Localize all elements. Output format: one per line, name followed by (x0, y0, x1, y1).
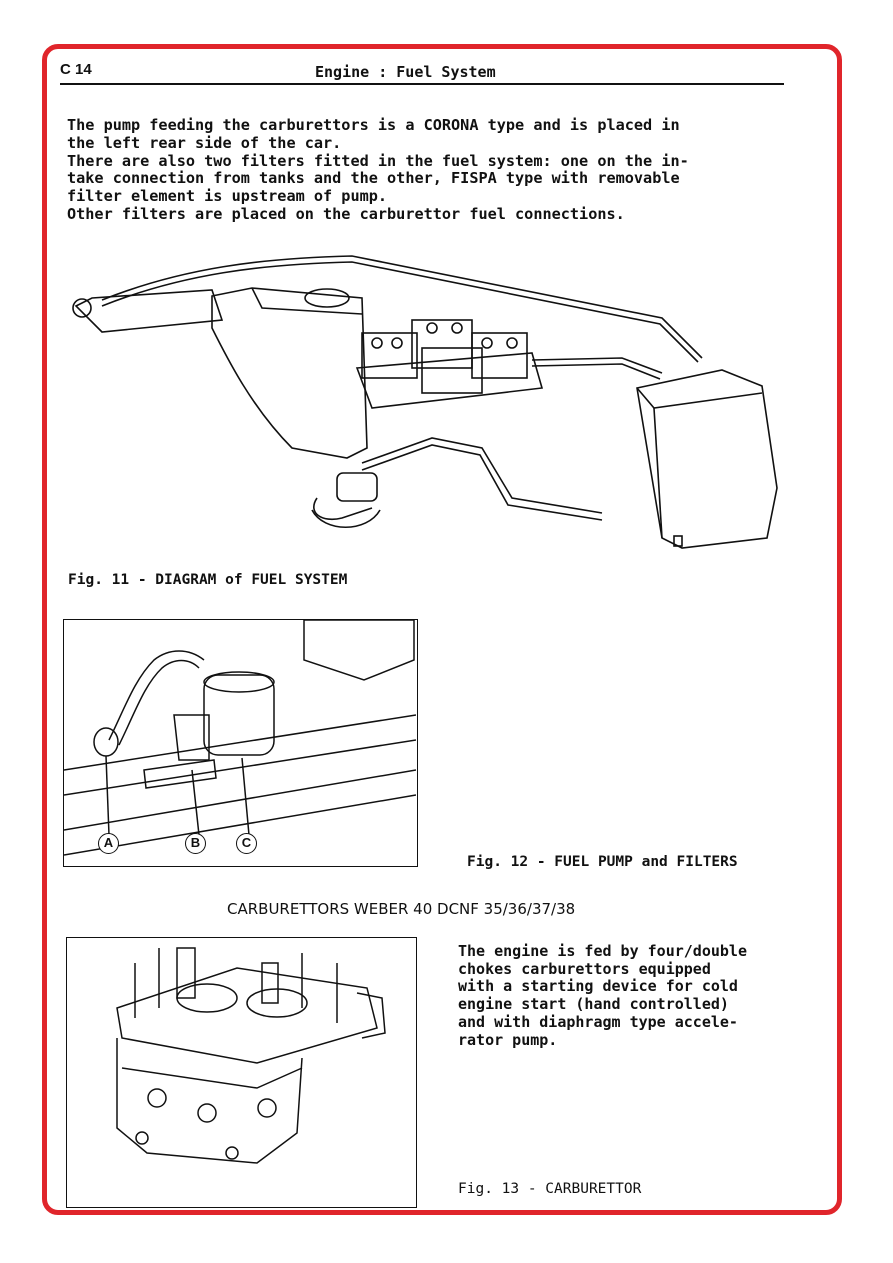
fig13-caption: Fig. 13 - CARBURETTOR (458, 1181, 642, 1197)
section-heading: CARBURETTORS WEBER 40 DCNF 35/36/37/38 (227, 900, 576, 918)
fuel-system-diagram (62, 248, 787, 568)
description-line: with a starting device for cold (458, 977, 738, 996)
intro-line: filter element is upstream of pump. (67, 187, 388, 206)
page-title: Engine : Fuel System (315, 63, 496, 81)
page-border (42, 44, 842, 1215)
description-line: rator pump. (458, 1030, 558, 1049)
fig12-caption: Fig. 12 - FUEL PUMP and FILTERS (467, 854, 738, 870)
carburettor-photo (66, 937, 417, 1208)
callout-a: A (98, 833, 119, 854)
page-number: C 14 (60, 61, 92, 78)
intro-paragraph: The pump feeding the carburettors is a C… (67, 116, 797, 224)
description-line: The engine is fed by four/double (458, 942, 747, 960)
description-line: engine start (hand controlled) (458, 995, 729, 1014)
intro-line: the left rear side of the car. (67, 133, 342, 152)
intro-line: take connection from tanks and the other… (67, 169, 680, 188)
description-line: and with diaphragm type accele- (458, 1012, 738, 1031)
header-rule (60, 83, 784, 85)
carburettor-description: The engine is fed by four/double chokes … (458, 942, 747, 1049)
intro-line: Other filters are placed on the carburet… (67, 204, 625, 223)
callout-b: B (185, 833, 206, 854)
description-line: chokes carburettors equipped (458, 959, 711, 978)
intro-line: The pump feeding the carburettors is a C… (67, 116, 680, 134)
fig11-caption: Fig. 11 - DIAGRAM of FUEL SYSTEM (68, 572, 348, 588)
fuel-pump-photo: A B C (63, 619, 418, 867)
callout-c: C (236, 833, 257, 854)
intro-line: There are also two filters fitted in the… (67, 151, 689, 170)
